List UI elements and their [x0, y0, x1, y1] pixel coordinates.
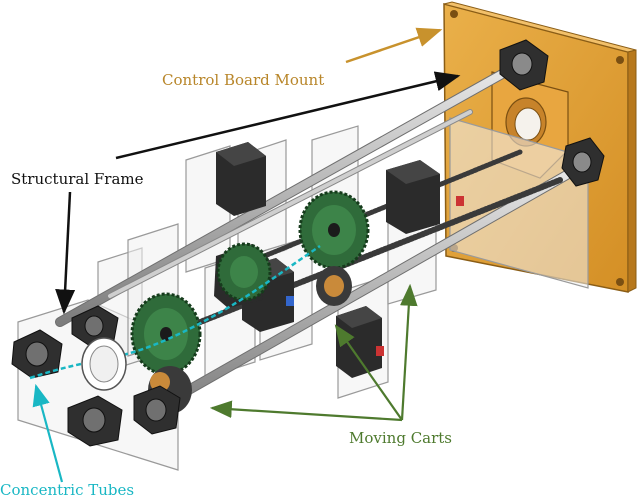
- gear-2: [130, 292, 202, 376]
- arrow-moving-carts-2: [334, 324, 403, 421]
- bearings: [11, 39, 605, 447]
- motor-1: [216, 142, 266, 216]
- arrow-structural-frame-top: [115, 71, 461, 160]
- arrow-control-board: [345, 27, 443, 64]
- gear-3: [216, 242, 272, 302]
- label-structural-frame: Structural Frame: [11, 170, 144, 188]
- motor-2: [386, 160, 464, 234]
- gear-1: [298, 190, 370, 270]
- label-moving-carts: Moving Carts: [349, 429, 453, 447]
- annotation-arrows: [32, 27, 461, 483]
- gear-4: [316, 266, 352, 306]
- arrow-structural-frame-left: [55, 191, 76, 315]
- motor-4: [336, 306, 384, 378]
- label-control-board-mount: Control Board Mount: [162, 71, 325, 89]
- arrow-concentric-tubes: [32, 383, 64, 483]
- concentric-tube-wire: [29, 244, 321, 391]
- arrow-moving-carts-1: [209, 400, 403, 422]
- arrow-moving-carts-3: [400, 283, 418, 421]
- label-concentric-tubes: Concentric Tubes: [0, 481, 135, 499]
